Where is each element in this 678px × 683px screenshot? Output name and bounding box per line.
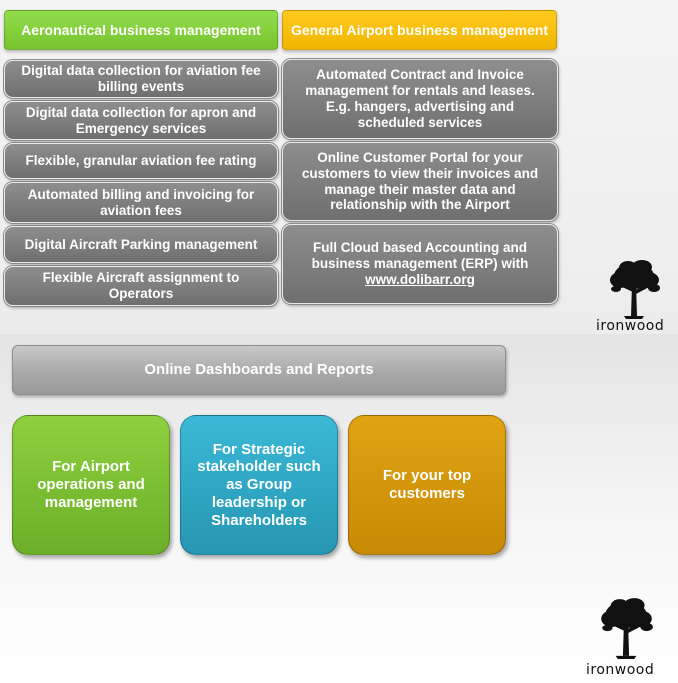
tree-icon bbox=[601, 598, 653, 659]
aero-item-billing-invoicing: Automated billing and invoicing for avia… bbox=[4, 182, 278, 223]
dashboards-reports-bar: Online Dashboards and Reports bbox=[12, 345, 506, 395]
card-top-customers: For your top customers bbox=[348, 415, 506, 555]
general-airport-header: General Airport business management bbox=[282, 10, 557, 50]
card-airport-operations: For Airport operations and management bbox=[12, 415, 170, 555]
aero-item-apron-emergency: Digital data collection for apron and Em… bbox=[4, 101, 278, 140]
aero-item-fee-rating: Flexible, granular aviation fee rating bbox=[4, 143, 278, 179]
ironwood-logo-text: ironwood bbox=[596, 318, 665, 334]
general-item-customer-portal: Online Customer Portal for your customer… bbox=[282, 142, 558, 221]
general-item-erp: Full Cloud based Accounting and business… bbox=[282, 224, 558, 304]
general-item-contracts: Automated Contract and Invoice managemen… bbox=[282, 59, 558, 139]
aero-item-parking: Digital Aircraft Parking management bbox=[4, 226, 278, 263]
aero-item-fee-billing: Digital data collection for aviation fee… bbox=[4, 60, 278, 98]
aeronautical-header: Aeronautical business management bbox=[4, 10, 278, 50]
dolibarr-link[interactable]: www.dolibarr.org bbox=[365, 271, 475, 287]
card-strategic-stakeholder: For Strategic stakeholder such as Group … bbox=[180, 415, 338, 555]
tree-icon bbox=[610, 260, 660, 319]
aero-item-aircraft-assignment: Flexible Aircraft assignment to Operator… bbox=[4, 266, 278, 306]
ironwood-logo-text: ironwood bbox=[586, 662, 655, 678]
erp-text: Full Cloud based Accounting and business… bbox=[311, 240, 529, 272]
